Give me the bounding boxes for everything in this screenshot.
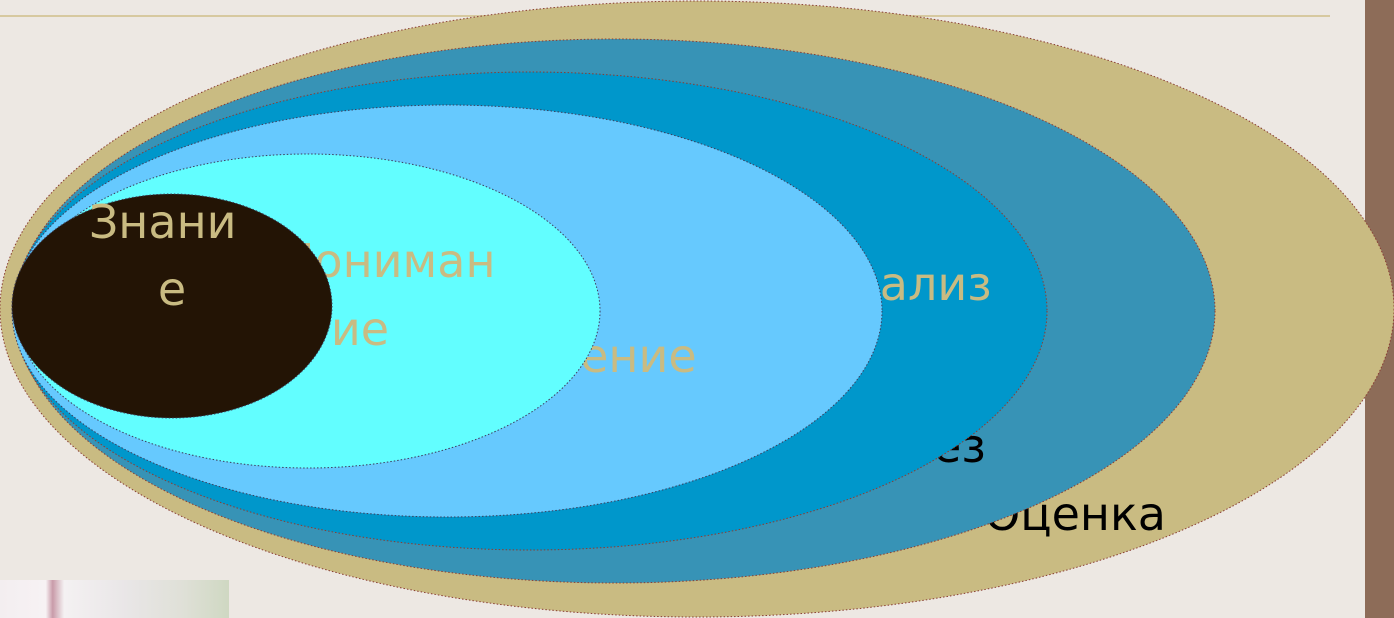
layer-knowledge: Знани е: [12, 194, 332, 418]
